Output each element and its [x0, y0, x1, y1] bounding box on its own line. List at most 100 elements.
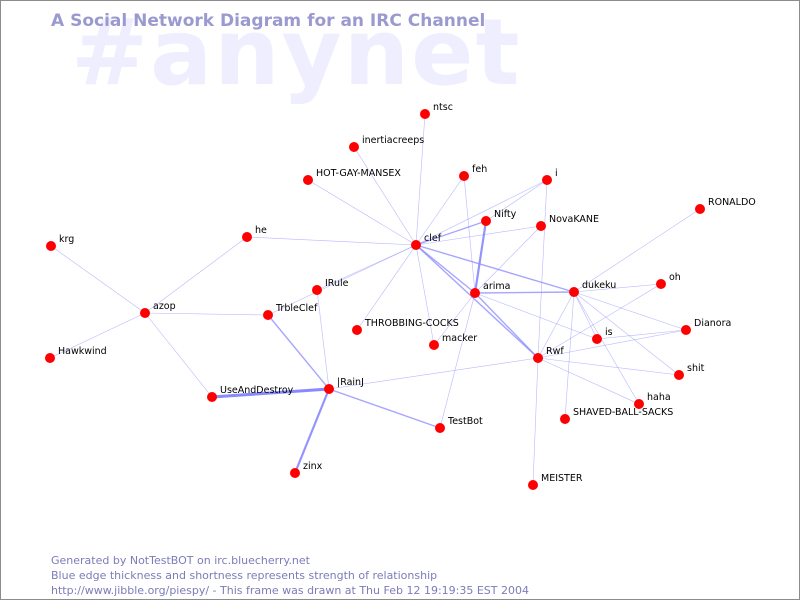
node-dot — [420, 109, 430, 119]
node-haha: haha — [634, 392, 671, 409]
edge-IRule-IRainJ — [316, 289, 330, 390]
edge-arima-is — [474, 292, 598, 340]
node-IRainJ: |RainJ — [324, 377, 364, 394]
node-dot — [46, 241, 56, 251]
node-label: THROBBING-COCKS — [364, 318, 459, 329]
node-dot — [459, 171, 469, 181]
node-label: shit — [687, 363, 705, 374]
edge-clef-arima — [415, 244, 476, 294]
node-dot — [312, 285, 322, 295]
node-dot — [542, 175, 552, 185]
node-macker: macker — [429, 333, 477, 350]
node-label: is — [605, 327, 613, 338]
edge-Nifty-arima — [473, 220, 488, 294]
node-azop: azop — [140, 301, 176, 318]
edge-clef-dukeku — [415, 244, 575, 293]
edge-clef-he — [246, 236, 417, 246]
node-label: inertiacreeps — [362, 135, 424, 146]
node-krg: krg — [46, 234, 74, 251]
edge-clef-HOT-GAY-MANSEX — [307, 179, 417, 246]
edge-clef-inertiacreeps — [353, 146, 417, 246]
node-label: haha — [647, 392, 671, 403]
edge-clef-Nifty — [415, 220, 487, 246]
node-dot — [411, 240, 421, 250]
node-clef: clef — [411, 233, 442, 250]
node-label: |RainJ — [337, 377, 364, 388]
footer-generated: Generated by NotTestBOT on irc.bluecherr… — [51, 554, 310, 567]
edge-dukeku-SHAVED-BALL-SACKS — [564, 291, 575, 420]
edge-dukeku-is — [573, 291, 598, 340]
node-oh: oh — [656, 272, 681, 289]
node-SHAVED-BALL-SACKS: SHAVED-BALL-SACKS — [560, 407, 673, 424]
edge-arima-macker — [433, 292, 476, 346]
edge-feh-arima — [463, 175, 476, 294]
node-dot — [656, 279, 666, 289]
node-RONALDO: RONALDO — [695, 197, 756, 214]
node-TrbleClef: TrbleClef — [263, 303, 318, 320]
edge-IRainJ-UseAndDestroy — [211, 387, 330, 399]
node-dot — [435, 423, 445, 433]
node-inertiacreeps: inertiacreeps — [349, 135, 424, 152]
node-Rwf: Rwf — [533, 346, 564, 363]
node-Nifty: Nifty — [481, 209, 517, 226]
edge-dukeku-oh — [573, 283, 662, 293]
node-TestBot: TestBot — [435, 416, 483, 433]
node-label: HOT-GAY-MANSEX — [316, 168, 401, 179]
node-label: macker — [442, 333, 477, 344]
edge-Rwf-Dianora — [537, 329, 687, 359]
node-label: Dianora — [694, 318, 731, 329]
node-dot — [140, 308, 150, 318]
node-label: oh — [669, 272, 681, 283]
edge-arima-TestBot — [439, 292, 476, 429]
edge-clef-macker — [415, 244, 435, 346]
node-label: Rwf — [546, 346, 564, 357]
edge-clef-Rwf — [415, 244, 539, 359]
edge-clef-ntsc — [415, 113, 426, 246]
node-label: feh — [472, 164, 487, 175]
edge-IRainJ-zinx — [293, 388, 331, 474]
node-dot — [528, 480, 538, 490]
edge-Rwf-shit — [537, 357, 680, 376]
edge-arima-Rwf — [474, 292, 539, 359]
node-label: clef — [424, 233, 442, 244]
node-feh: feh — [459, 164, 487, 181]
node-dot — [242, 232, 252, 242]
edge-TrbleClef-IRainJ — [267, 314, 330, 390]
node-is: is — [592, 327, 613, 344]
node-shit: shit — [674, 363, 705, 380]
edge-clef-THROBBING-COCKS — [356, 244, 417, 331]
node-label: NovaKANE — [549, 214, 599, 225]
node-dot — [634, 399, 644, 409]
footer-legend: Blue edge thickness and shortness repres… — [51, 569, 438, 582]
node-label: UseAndDestroy — [220, 385, 294, 396]
edge-azop-he — [144, 236, 248, 314]
edge-arima-dukeku — [474, 291, 575, 294]
node-dot — [324, 384, 334, 394]
edge-azop-TrbleClef — [144, 312, 269, 316]
footer-url-timestamp: http://www.jibble.org/piespy/ - This fra… — [51, 584, 530, 597]
node-Dianora: Dianora — [681, 318, 731, 335]
node-dukeku: dukeku — [569, 280, 616, 297]
node-HOT-GAY-MANSEX: HOT-GAY-MANSEX — [303, 168, 401, 185]
node-label: Nifty — [494, 209, 517, 220]
edge-is-Dianora — [596, 329, 687, 340]
node-THROBBING-COCKS: THROBBING-COCKS — [352, 318, 459, 335]
edge-clef-NovaKANE — [415, 225, 542, 246]
edge-i-Rwf — [537, 179, 548, 359]
node-dot — [263, 310, 273, 320]
node-dot — [303, 175, 313, 185]
node-UseAndDestroy: UseAndDestroy — [207, 385, 294, 402]
edge-azop-UseAndDestroy — [144, 312, 213, 398]
edge-dukeku-haha — [573, 291, 640, 405]
edge-layer — [49, 113, 701, 486]
node-he: he — [242, 225, 267, 242]
edge-azop-Hawkwind — [49, 312, 146, 359]
edge-Rwf-IRainJ — [328, 357, 539, 390]
edge-clef-feh — [415, 175, 465, 246]
edge-dukeku-RONALDO — [573, 208, 701, 293]
node-i: i — [542, 168, 558, 185]
node-label: TestBot — [447, 416, 483, 427]
node-label: he — [255, 225, 267, 236]
